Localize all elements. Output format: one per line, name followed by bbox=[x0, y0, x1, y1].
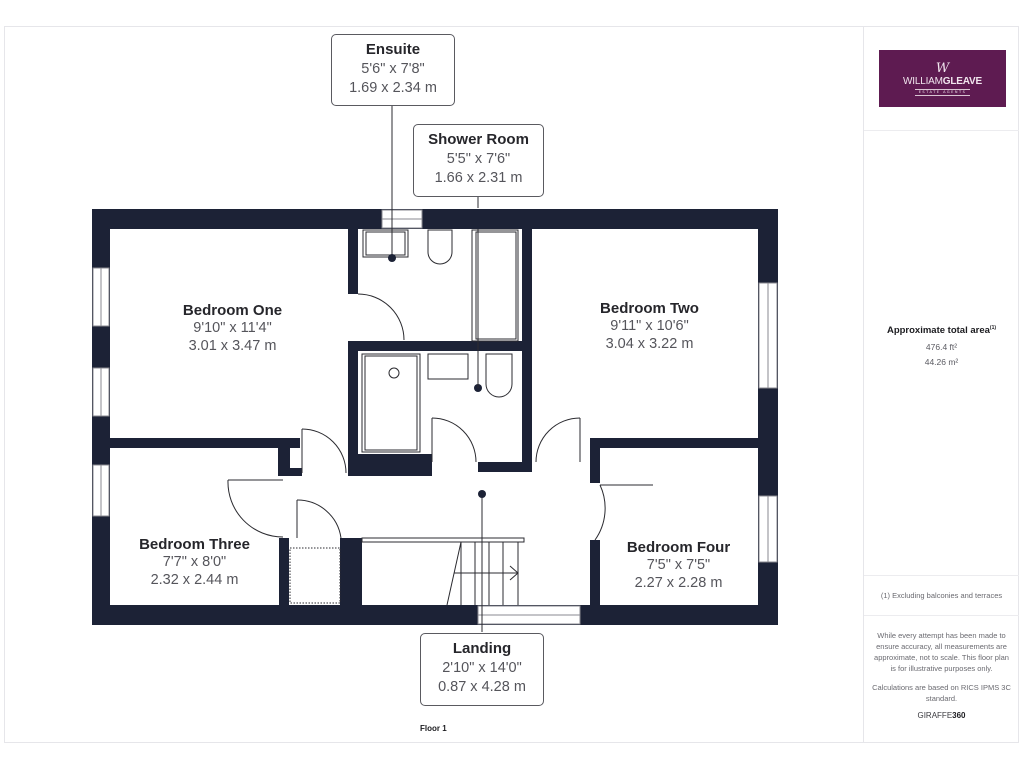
room-name: Bedroom One bbox=[182, 302, 283, 319]
room-metric: 2.32 x 2.44 m bbox=[150, 571, 239, 588]
room-imperial: 7'7" x 8'0" bbox=[162, 554, 227, 570]
room-callout-shower-room: Shower Room 5'5" x 7'6" 1.66 x 2.31 m bbox=[413, 124, 544, 197]
floor-label: Floor 1 bbox=[420, 724, 447, 733]
logo-mark-icon: W bbox=[935, 60, 950, 76]
calculation-note: Calculations are based on RICS IPMS 3C s… bbox=[872, 683, 1011, 703]
room-name: Landing bbox=[452, 640, 512, 657]
room-callout-ensuite: Ensuite 5'6" x 7'8" 1.69 x 2.34 m bbox=[331, 34, 455, 106]
room-imperial: 5'6" x 7'8" bbox=[361, 61, 425, 77]
room-name: Ensuite bbox=[365, 41, 421, 58]
divider bbox=[864, 130, 1019, 131]
room-imperial: 9'10" x 11'4" bbox=[193, 320, 272, 336]
room-label-bedroom-three: Bedroom Three 7'7" x 8'0" 2.32 x 2.44 m bbox=[112, 537, 277, 587]
giraffe360-brand: GIRAFFE360 bbox=[917, 711, 966, 720]
footnote: (1) Excluding balconies and terraces bbox=[880, 591, 1003, 600]
area-sqft: 476.4 ft² bbox=[925, 342, 958, 352]
room-metric: 2.27 x 2.28 m bbox=[634, 574, 723, 591]
room-imperial: 2'10" x 14'0" bbox=[442, 660, 522, 676]
leader-dots bbox=[388, 254, 486, 498]
room-name: Bedroom Two bbox=[600, 300, 699, 317]
room-name: Shower Room bbox=[428, 131, 529, 148]
room-imperial: 9'11" x 10'6" bbox=[610, 318, 689, 334]
divider bbox=[864, 575, 1019, 576]
room-metric: 1.69 x 2.34 m bbox=[349, 80, 437, 96]
divider bbox=[864, 615, 1019, 616]
room-name: Bedroom Three bbox=[139, 536, 250, 553]
logo-name: WILLIAMGLEAVE bbox=[903, 75, 982, 87]
logo-tagline: ESTATE AGENTS bbox=[914, 88, 971, 96]
room-metric: 0.87 x 4.28 m bbox=[438, 679, 526, 695]
disclaimer: While every attempt has been made to ens… bbox=[874, 631, 1009, 673]
agency-logo: W WILLIAMGLEAVE ESTATE AGENTS bbox=[879, 50, 1006, 107]
room-label-bedroom-two: Bedroom Two 9'11" x 10'6" 3.04 x 3.22 m bbox=[557, 301, 742, 351]
fixtures bbox=[227, 229, 653, 606]
area-title: Approximate total area(1) bbox=[886, 325, 997, 337]
info-sidebar bbox=[863, 26, 1019, 743]
room-imperial: 5'5" x 7'6" bbox=[446, 151, 511, 167]
room-callout-landing: Landing 2'10" x 14'0" 0.87 x 4.28 m bbox=[420, 633, 544, 706]
room-metric: 1.66 x 2.31 m bbox=[434, 170, 523, 186]
room-imperial: 7'5" x 7'5" bbox=[646, 557, 711, 573]
room-metric: 3.01 x 3.47 m bbox=[188, 337, 277, 354]
room-metric: 3.04 x 3.22 m bbox=[605, 335, 694, 352]
window-sashes bbox=[100, 218, 769, 616]
leader-lines bbox=[391, 106, 483, 632]
room-label-bedroom-one: Bedroom One 9'10" x 11'4" 3.01 x 3.47 m bbox=[140, 303, 325, 353]
room-label-bedroom-four: Bedroom Four 7'5" x 7'5" 2.27 x 2.28 m bbox=[601, 540, 756, 590]
area-sqm: 44.26 m² bbox=[924, 357, 959, 367]
room-name: Bedroom Four bbox=[626, 539, 731, 556]
